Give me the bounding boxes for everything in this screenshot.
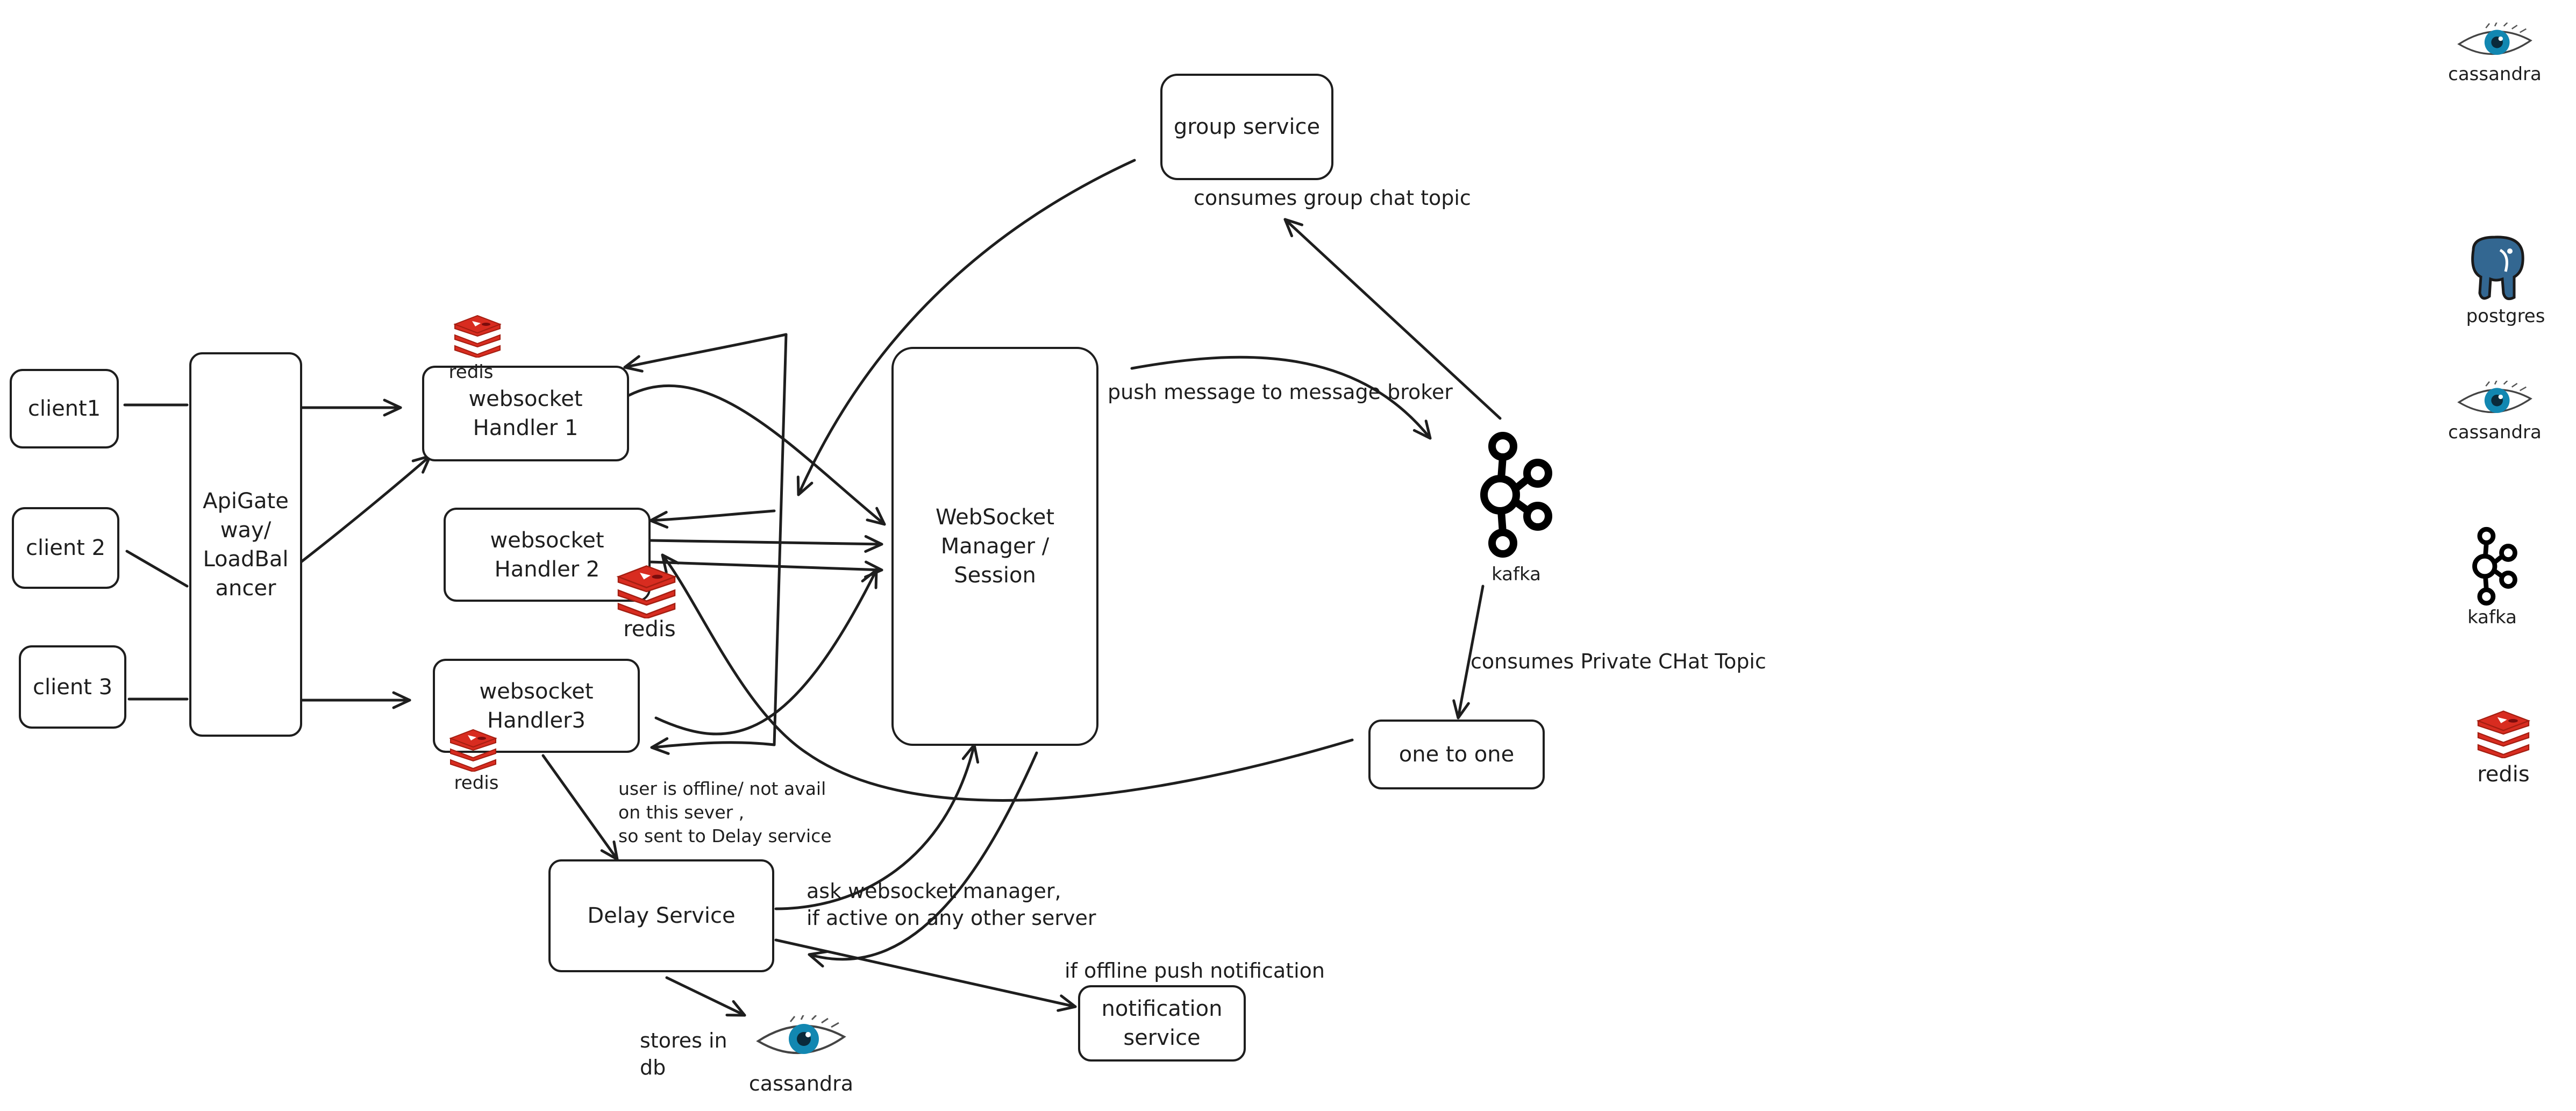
legend-postgres-caption: postgres	[2466, 305, 2545, 327]
stores-in-db-label: stores in db	[640, 1029, 727, 1079]
kafka-icon	[2472, 526, 2517, 606]
edge-bracket-ws1	[623, 333, 788, 373]
legend-cassandra-mid-caption: cassandra	[2448, 422, 2542, 443]
edge-ws3-delay	[541, 754, 619, 861]
redis-ws3-caption: redis	[454, 772, 499, 794]
websocket-handler-1-node[interactable]: websocket Handler 1	[422, 366, 629, 461]
websocket-handler-2-node[interactable]: websocket Handler 2	[444, 508, 651, 602]
redis-icon	[616, 565, 677, 618]
group-service-node[interactable]: group service	[1160, 74, 1333, 180]
websocket-manager-node[interactable]: WebSocket Manager / Session	[891, 347, 1098, 746]
redis-ws2-caption: redis	[623, 617, 676, 642]
api-gateway-node[interactable]: ApiGate way/ LoadBal ancer	[189, 352, 302, 737]
redis-icon	[453, 315, 502, 358]
consumes-group-label: consumes group chat topic	[1194, 186, 1471, 210]
edge-kafka-group	[1283, 218, 1502, 420]
cassandra-eye-icon	[756, 1015, 846, 1055]
edge-group-manager	[796, 159, 1136, 496]
delay-service-label: Delay Service	[587, 903, 736, 928]
edge-manager-delay	[808, 751, 1038, 968]
websocket-handler-2-label: websocket Handler 2	[490, 528, 604, 582]
client1-label: client1	[27, 396, 101, 421]
edge-ws2-manager	[649, 535, 883, 553]
cassandra-eye-icon	[2457, 23, 2532, 55]
api-gateway-label: ApiGate way/ LoadBal ancer	[203, 488, 289, 601]
edge-delay-notification	[774, 938, 1077, 1012]
client3-node[interactable]: client 3	[19, 645, 126, 729]
client3-label: client 3	[32, 674, 113, 700]
edge-kafka-onetoone	[1452, 585, 1485, 720]
legend-kafka-caption: kafka	[2467, 607, 2517, 628]
if-offline-label: if offline push notification	[1065, 959, 1325, 982]
edge-delay-cassandra	[665, 976, 746, 1017]
edge-bracket-ws3	[650, 737, 776, 755]
client2-label: client 2	[25, 536, 106, 560]
legend-cassandra-top-caption: cassandra	[2448, 63, 2542, 85]
redis-icon	[449, 729, 497, 772]
redis-ws1-caption: redis	[448, 361, 494, 383]
kafka-icon	[1480, 432, 1552, 558]
edge-ws2-manager-2	[649, 560, 883, 579]
push-broker-label: push message to message broker	[1108, 380, 1453, 404]
group-service-label: group service	[1173, 115, 1321, 139]
legend-redis-caption: redis	[2477, 762, 2530, 787]
cassandra-delay-caption: cassandra	[748, 1072, 854, 1095]
websocket-manager-label: WebSocket Manager / Session	[935, 505, 1055, 588]
delay-service-node[interactable]: Delay Service	[548, 859, 774, 972]
edge-client2-gateway	[125, 550, 189, 588]
redis-icon	[2476, 710, 2531, 758]
one-to-one-label: one to one	[1398, 742, 1515, 767]
one-to-one-node[interactable]: one to one	[1368, 720, 1545, 789]
edge-ws3-manager	[654, 568, 878, 736]
websocket-handler-3-label: websocket Handler3	[479, 679, 594, 733]
edge-manager-kafka	[1130, 355, 1432, 440]
websocket-handler-1-label: websocket Handler 1	[468, 387, 583, 440]
kafka-main-caption: kafka	[1492, 564, 1541, 585]
consumes-private-label: consumes Private CHat Topic	[1471, 650, 1766, 673]
edge-gateway-ws1-curve	[299, 454, 432, 564]
user-offline-label: user is offline/ not avail on this sever…	[618, 778, 832, 846]
edge-onetoone-ws2	[661, 553, 1354, 802]
client1-node[interactable]: client1	[10, 369, 119, 448]
notification-service-label: notification service	[1101, 996, 1223, 1050]
notification-service-node[interactable]: notification service	[1078, 985, 1246, 1062]
edge-ws1-manager	[627, 384, 886, 526]
cassandra-eye-icon	[2457, 381, 2532, 414]
client2-node[interactable]: client 2	[12, 507, 119, 589]
edge-delay-manager	[774, 743, 980, 910]
edge-bracket-ws2	[649, 509, 776, 529]
edge-bracket-vertical	[773, 333, 788, 746]
postgres-elephant-icon	[2471, 236, 2524, 301]
ask-manager-label: ask websocket manager, if active on any …	[807, 879, 1096, 930]
